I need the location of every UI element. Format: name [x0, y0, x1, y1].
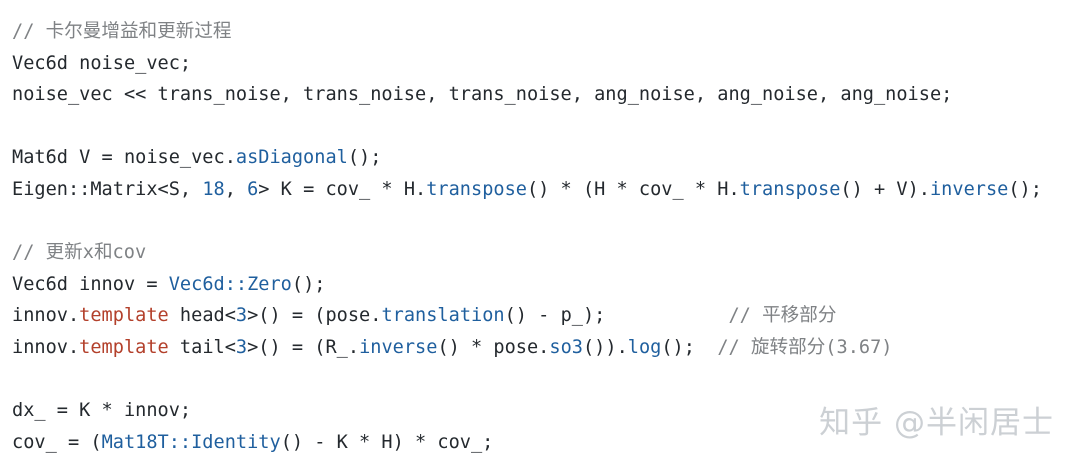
code-token-num: 6: [247, 178, 259, 200]
code-token-plain: () - p_);: [504, 305, 606, 327]
code-token-plain: head<: [168, 305, 236, 327]
code-token-plain: () - K * H) * cov_;: [280, 431, 494, 453]
code-token-fn: transpose: [739, 178, 841, 200]
code-token-fn: so3: [549, 336, 583, 358]
code-token-fn: translation: [381, 305, 505, 327]
code-token-comment: // 卡尔曼增益和更新过程: [12, 21, 232, 42]
watermark-text: 知乎 @半闲居士: [819, 405, 1054, 441]
code-token-plain: ();: [347, 147, 382, 169]
code-line: Vec6d noise_vec;: [12, 48, 1042, 80]
code-token-comment: // 平移部分: [605, 305, 837, 327]
code-token-fn: transpose: [426, 178, 527, 200]
code-line: [12, 364, 1042, 396]
code-token-plain: innov.: [12, 305, 80, 327]
code-token-num: 18: [202, 178, 225, 200]
code-line: [12, 206, 1042, 238]
code-token-plain: Vec6d innov =: [12, 273, 169, 295]
code-token-fn: log: [627, 336, 662, 358]
code-line: noise_vec << trans_noise, trans_noise, t…: [12, 79, 1042, 111]
code-token-plain: cov_ = (: [12, 431, 102, 453]
code-token-plain: noise_vec << trans_noise, trans_noise, t…: [12, 84, 953, 106]
code-block: // 卡尔曼增益和更新过程 Vec6d noise_vec; noise_vec <…: [12, 16, 1042, 458]
code-token-plain: ()).: [582, 336, 628, 358]
code-token-comment: // 旋转部分(3.67): [694, 336, 893, 358]
code-token-plain: ();: [661, 336, 695, 358]
code-token-comment: // 更新x和cov: [12, 242, 147, 264]
code-token-num: 3: [235, 336, 248, 358]
code-token-plain: Vec6d noise_vec;: [12, 52, 192, 74]
code-line: Mat6d V = noise_vec.asDiagonal();: [12, 142, 1042, 174]
code-token-plain: ,: [224, 178, 248, 200]
code-token-plain: tail<: [168, 336, 236, 358]
code-token-fn: inverse: [359, 336, 438, 358]
code-token-fn: Mat18T::Identity: [101, 431, 281, 453]
code-line: // 更新x和cov: [12, 237, 1042, 269]
code-token-plain: Mat6d V = noise_vec.: [12, 147, 236, 169]
code-line: innov.template tail<3>() = (R_.inverse()…: [12, 332, 1042, 364]
code-line: Eigen::Matrix<S, 18, 6> K = cov_ * H.tra…: [12, 174, 1042, 206]
code-line: innov.template head<3>() = (pose.transla…: [12, 300, 1042, 332]
code-token-plain: dx_ = K * innov;: [12, 400, 192, 422]
code-token-kw: template: [79, 305, 169, 327]
code-token-fn: inverse: [929, 178, 1009, 200]
code-token-fn: asDiagonal: [235, 147, 348, 169]
code-line: Vec6d innov = Vec6d::Zero();: [12, 269, 1042, 301]
code-token-plain: Eigen::Matrix<S,: [12, 178, 203, 200]
code-line: // 卡尔曼增益和更新过程: [12, 16, 1042, 48]
code-token-plain: innov.: [12, 336, 80, 358]
code-token-fn: Vec6d::Zero: [168, 273, 292, 295]
code-token-plain: () + V).: [840, 178, 930, 200]
code-line: cov_ = (Mat18T::Identity() - K * H) * co…: [12, 427, 1042, 459]
code-token-plain: () * pose.: [437, 336, 550, 358]
code-token-plain: > K = cov_ * H.: [258, 178, 427, 200]
code-token-plain: ();: [1008, 178, 1042, 200]
watermark: 知乎 @半闲居士: [819, 397, 1054, 442]
code-token-num: 3: [235, 305, 248, 327]
code-line: [12, 111, 1042, 143]
code-token-plain: ();: [291, 273, 326, 295]
code-token-plain: >() = (R_.: [247, 336, 360, 358]
code-token-plain: >() = (pose.: [247, 305, 382, 327]
code-line: dx_ = K * innov;: [12, 395, 1042, 427]
code-token-plain: () * (H * cov_ * H.: [526, 178, 740, 200]
code-token-kw: template: [79, 336, 169, 358]
